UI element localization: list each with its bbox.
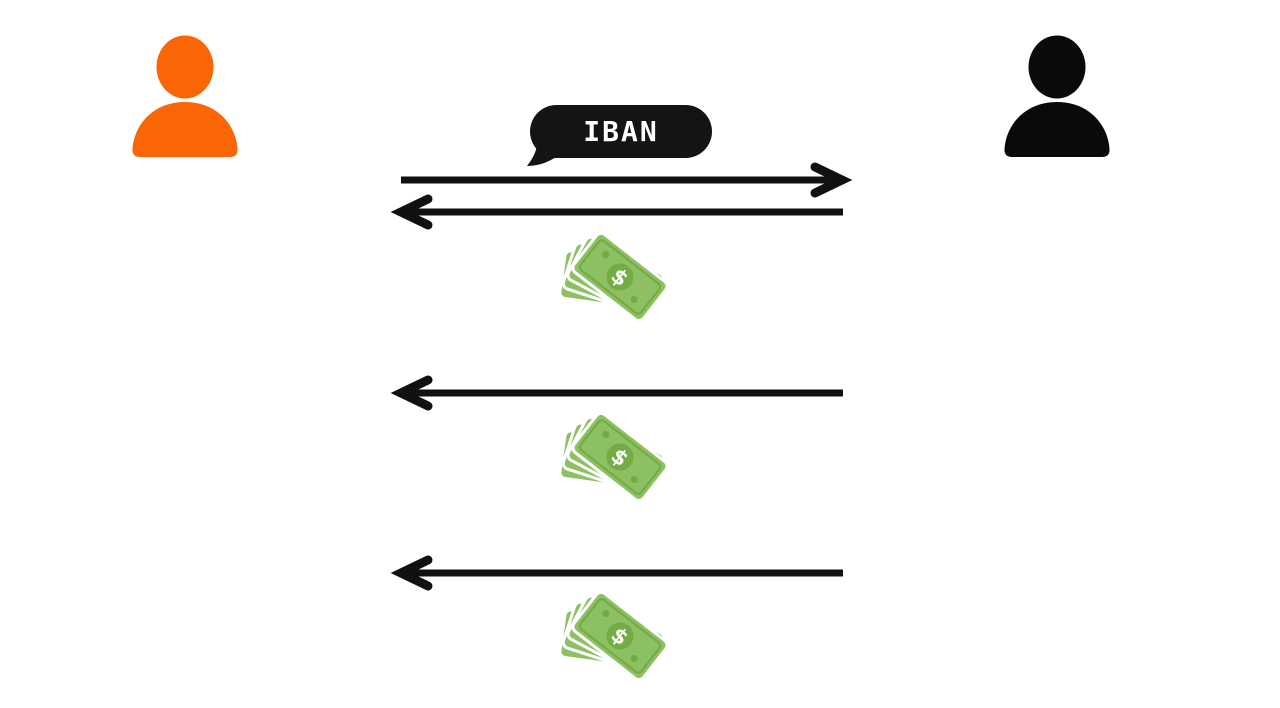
message-arrow-left-3: [390, 555, 843, 591]
message-arrow-right: [401, 162, 853, 198]
arrow-head-left-icon: [390, 375, 433, 411]
arrow-head-left-icon: [390, 555, 433, 591]
money-banknotes-icon: [557, 229, 671, 325]
message-arrow-left-1: [390, 194, 843, 230]
message-arrow-left-2: [390, 375, 843, 411]
arrow-head-right-icon: [810, 162, 853, 198]
speech-bubble-body: [530, 105, 712, 158]
money-banknotes-icon: [557, 409, 671, 505]
speech-bubble-label: IBAN: [583, 115, 658, 148]
money-banknotes-icon: [557, 588, 671, 684]
receiver-person-icon: [1004, 35, 1110, 157]
arrow-head-left-icon: [390, 194, 433, 230]
sender-person-icon: [132, 35, 238, 157]
speech-bubble: IBAN: [527, 105, 712, 166]
